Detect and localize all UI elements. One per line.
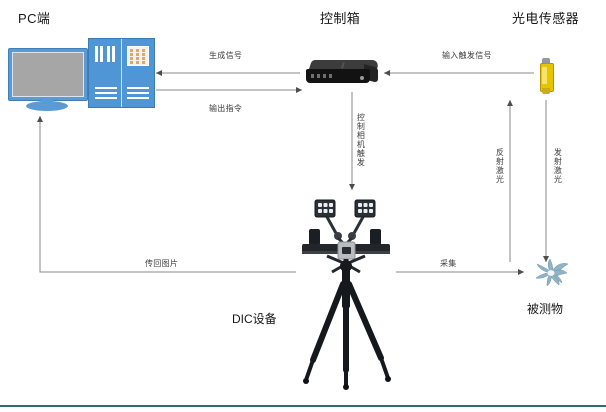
control-box-ports (311, 74, 333, 78)
label-dic-equipment: DIC设备 (232, 312, 277, 326)
rack-grid-panel (127, 46, 149, 66)
sensor-lens-face (542, 67, 547, 84)
tripod-legs (304, 281, 390, 388)
sensor-foot (542, 88, 550, 94)
label-sensor-title: 光电传感器 (512, 11, 580, 26)
arrow-return-images (37, 116, 296, 273)
control-box-device (306, 60, 380, 86)
tripod-spider-arms (326, 254, 366, 274)
camera-left (309, 229, 320, 245)
rack-left-slots (95, 87, 117, 100)
photoelectric-sensor-device (538, 58, 554, 94)
control-box-logo (340, 61, 357, 69)
control-box-led (360, 76, 364, 80)
rack-right-slots (127, 87, 149, 100)
label-reflected-laser: 反射激光 (495, 148, 505, 184)
camera-right (370, 229, 381, 245)
server-rack (88, 38, 155, 108)
label-emitted-laser: 发射激光 (553, 148, 563, 184)
rack-vent-bars (95, 46, 117, 62)
label-return-images: 传回图片 (145, 259, 179, 268)
label-control-box-title: 控制箱 (320, 11, 361, 26)
monitor-screen (12, 52, 84, 97)
dic-equipment-illustration (302, 199, 391, 390)
label-control-camera-trigger: 控制相机触发 (356, 113, 366, 167)
label-acquisition: 采集 (440, 259, 457, 268)
monitor-stand-base (26, 101, 68, 111)
led-panel-left (314, 199, 339, 236)
led-panel-right (351, 199, 376, 236)
label-input-trigger-signal: 输入触发信号 (442, 51, 492, 60)
rack-divider (121, 39, 122, 107)
bottom-divider (0, 405, 606, 407)
specimen-swirl-illustration (535, 258, 569, 287)
monitor-bezel (8, 48, 88, 101)
sensor-connector-cap (542, 58, 550, 65)
label-output-command: 输出指令 (209, 104, 243, 113)
label-generate-signal: 生成信号 (209, 51, 243, 60)
label-specimen: 被测物 (527, 302, 564, 316)
control-box-front (306, 69, 370, 83)
label-pc-title: PC端 (18, 11, 51, 26)
